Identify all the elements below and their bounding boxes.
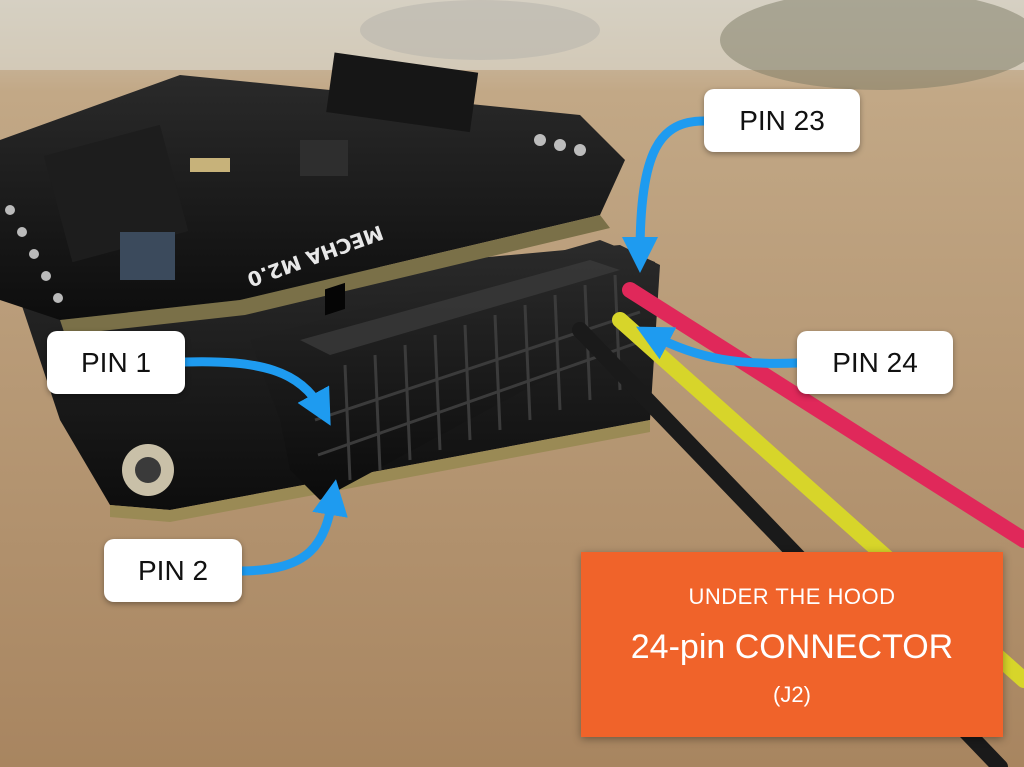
callout-pin-24-label: PIN 24 — [832, 346, 918, 378]
arrow-pin2 — [237, 479, 348, 576]
top-header-strip — [326, 52, 479, 133]
connector-body — [250, 240, 655, 500]
arrow-pin23 — [622, 116, 709, 273]
push-button — [120, 232, 175, 280]
callout-pin-2-label: PIN 2 — [137, 554, 209, 586]
callout-arrows — [180, 116, 802, 576]
callout-pin-2: PIN 2 — [104, 539, 242, 602]
arrow-pin1 — [180, 357, 331, 426]
callout-pin-1-label: PIN 1 — [80, 346, 152, 378]
callout-pin-24: PIN 24 — [797, 331, 953, 394]
title-subtitle: (J2) — [773, 682, 811, 707]
arrow-pin24 — [636, 326, 802, 368]
pin-cavities — [325, 282, 345, 316]
callout-pin-1: PIN 1 — [47, 331, 185, 394]
title-box: UNDER THE HOOD 24-pin CONNECTOR (J2) — [581, 552, 1003, 737]
title-main: 24-pin CONNECTOR — [630, 628, 954, 666]
callout-pin-23: PIN 23 — [704, 89, 860, 152]
callout-pin-23-label: PIN 23 — [739, 104, 825, 136]
title-kicker: UNDER THE HOOD — [688, 584, 896, 609]
wire-red — [622, 282, 1024, 548]
